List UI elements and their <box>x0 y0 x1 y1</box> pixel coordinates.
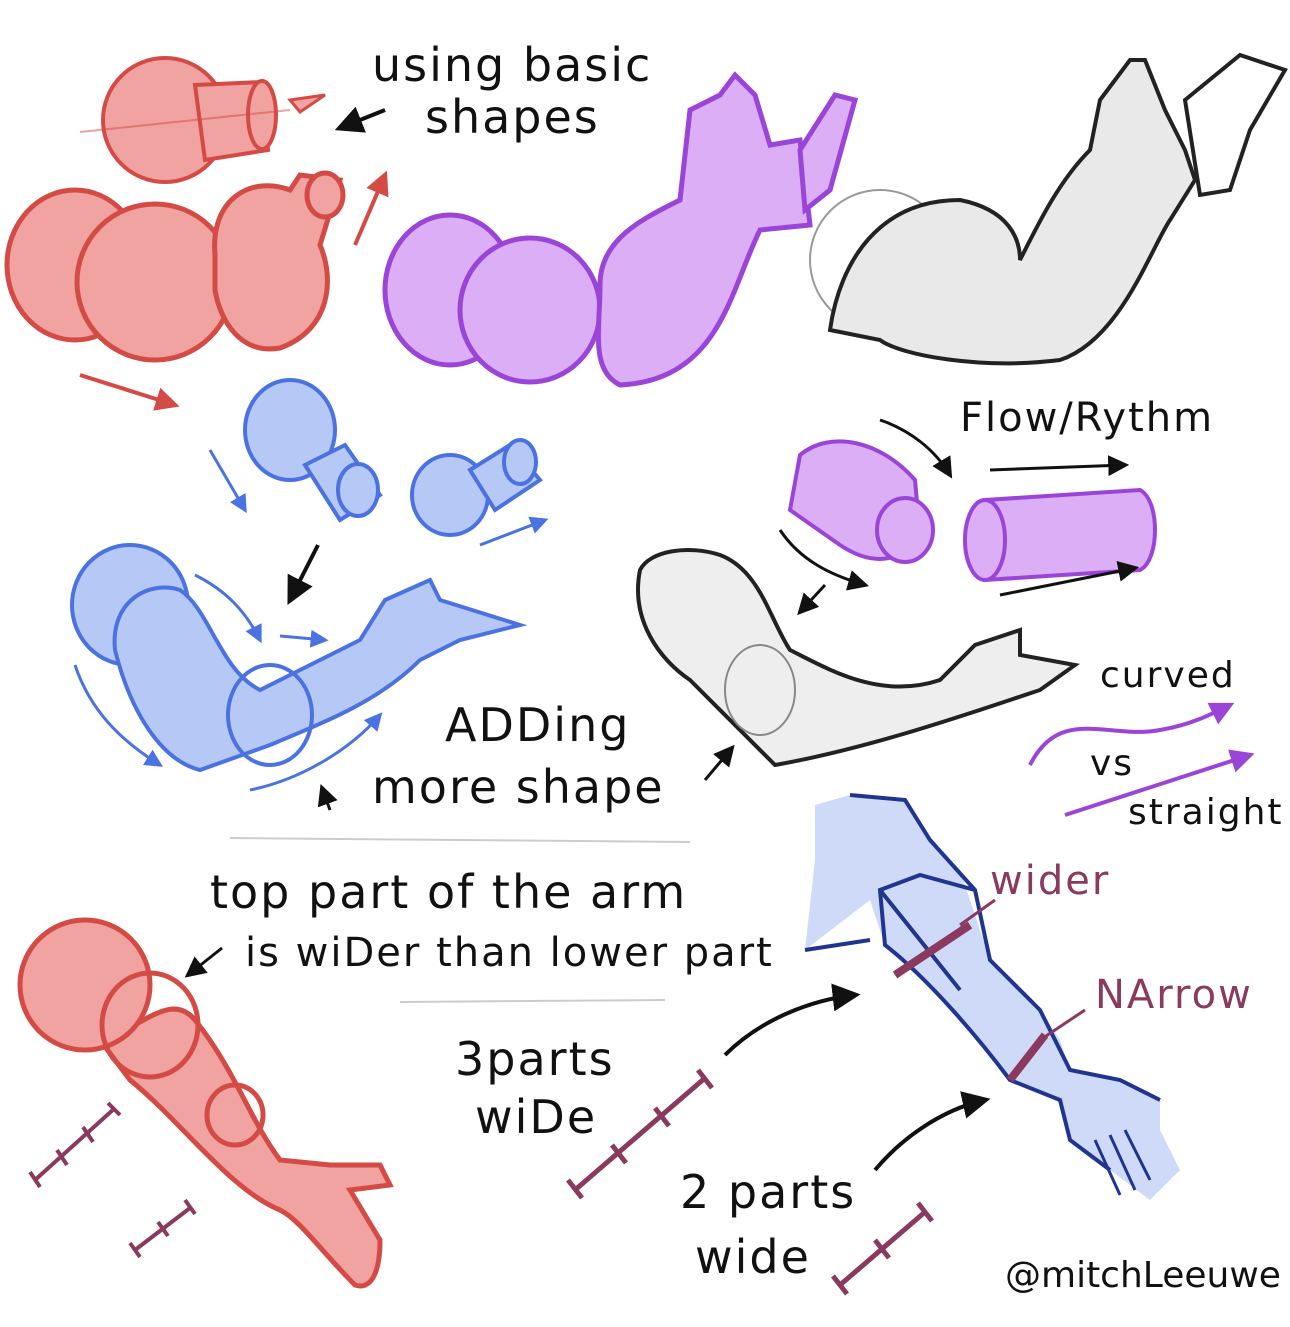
flow-arrow-5 <box>797 583 827 616</box>
wider-marker <box>892 921 973 979</box>
red-arrow-right <box>353 170 389 246</box>
three-parts-ticks <box>566 1068 714 1200</box>
blue-flow-arrow-4 <box>279 629 329 648</box>
label-two-wide: wide <box>695 1230 811 1284</box>
label-more-shape: more shape <box>372 760 665 814</box>
arrow-three-parts <box>723 983 861 1057</box>
label-curved: curved <box>1100 655 1236 696</box>
gray-arm-sketch-top <box>809 52 1288 366</box>
red-arrow-bottom <box>79 373 180 411</box>
flow-arrow-1 <box>879 418 953 479</box>
arrow-more-shape-left <box>317 784 338 811</box>
arrow-two-parts <box>873 1091 991 1172</box>
blue-flow-arrow-3 <box>194 573 262 644</box>
wider-leader <box>959 898 996 927</box>
label-flow-rhythm: Flow/Rythm <box>960 395 1215 441</box>
label-vs: vs <box>1090 743 1135 784</box>
flow-arrow-3 <box>778 529 870 591</box>
blue-arrow-1 <box>208 449 247 514</box>
blue-flow-arrow-1 <box>73 664 164 767</box>
narrow-leader <box>1039 1008 1086 1042</box>
purple-cylinder-right <box>963 487 1157 583</box>
blue-arrow-2 <box>479 516 549 547</box>
red-segmented-arm <box>17 917 394 1289</box>
black-arrow-to-blue-arm <box>287 544 320 605</box>
gray-arm-sketch-middle <box>636 548 1081 768</box>
divider-top <box>229 837 691 843</box>
blue-full-arm <box>70 543 528 773</box>
narrow-marker <box>1006 1032 1049 1083</box>
label-two-parts: 2 parts <box>680 1165 857 1219</box>
label-narrow: NArrow <box>1095 972 1253 1018</box>
red-small-arrow-top <box>287 93 326 115</box>
label-using-basic: using basic <box>372 38 653 92</box>
blue-flow-arrow-2 <box>249 712 383 792</box>
label-straight: straight <box>1128 792 1284 833</box>
blue-bulb-right <box>410 438 543 537</box>
red-blob-arm <box>4 170 346 363</box>
label-three-parts: 3parts <box>455 1032 615 1086</box>
navy-arm <box>804 793 1180 1200</box>
red-bulb-top <box>79 56 291 184</box>
straight-line <box>1064 749 1255 817</box>
red-arm-measure-ticks <box>28 1101 197 1259</box>
arrow-basic-shapes <box>334 106 386 133</box>
label-three-wide: wiDe <box>475 1090 598 1144</box>
label-adding: ADDing <box>445 698 631 752</box>
artist-signature: @mitchLeeuwe <box>1005 1255 1281 1296</box>
flow-arrow-4 <box>999 560 1140 597</box>
blue-bulb-left <box>243 378 383 523</box>
label-top-part-line2: is wiDer than lower part <box>245 930 774 976</box>
flow-arrow-2 <box>989 455 1130 477</box>
label-top-part-line1: top part of the arm <box>210 865 688 919</box>
arrow-top-part <box>184 946 223 978</box>
purple-blob-arm <box>382 71 859 388</box>
label-wider: wider <box>990 858 1111 904</box>
curved-line <box>1028 702 1235 766</box>
divider-bottom <box>399 999 666 1003</box>
purple-cylinder-left <box>787 439 935 564</box>
label-shapes: shapes <box>425 90 600 144</box>
two-parts-ticks <box>831 1201 934 1296</box>
arrow-more-shape-right <box>703 744 735 781</box>
